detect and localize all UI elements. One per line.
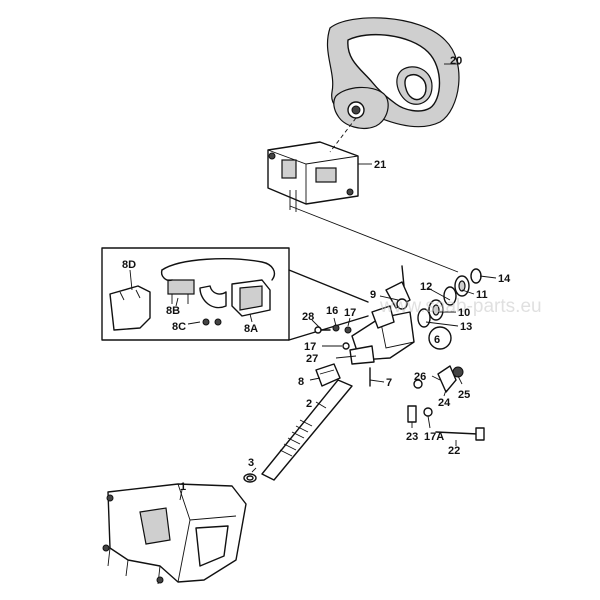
label-24: 24: [438, 397, 451, 409]
label-8: 8: [298, 376, 304, 388]
label-3: 3: [248, 457, 254, 469]
label-21: 21: [374, 159, 386, 171]
label-11: 11: [476, 289, 488, 301]
label-8C: 8C: [172, 321, 186, 333]
label-12: 12: [420, 281, 432, 293]
label-17A: 17A: [424, 431, 444, 443]
watermark: www.saab-parts.eu: [379, 296, 542, 317]
callout-6-circle: [428, 326, 452, 350]
inset-detail-box: [101, 247, 369, 341]
mounting-bracket: [102, 483, 247, 585]
label-8A: 8A: [244, 323, 258, 335]
label-17-upper: 17: [344, 307, 356, 319]
label-7: 7: [386, 377, 392, 389]
steering-shaft: [243, 379, 353, 483]
label-25: 25: [458, 389, 470, 401]
label-23: 23: [406, 431, 418, 443]
steering-wheel: [326, 17, 460, 129]
label-20: 20: [450, 55, 462, 67]
label-27: 27: [306, 353, 318, 365]
label-16: 16: [326, 305, 338, 317]
label-28: 28: [302, 311, 314, 323]
label-14: 14: [498, 273, 511, 285]
label-13: 13: [460, 321, 472, 333]
label-10: 10: [458, 307, 470, 319]
leader-lines: [129, 63, 497, 501]
label-26: 26: [414, 371, 426, 383]
label-1: 1: [180, 481, 186, 493]
label-2: 2: [306, 398, 312, 410]
switch-unit: [267, 141, 359, 212]
label-22: 22: [448, 445, 460, 457]
label-17-lower: 17: [304, 341, 316, 353]
label-6: 6: [434, 334, 440, 346]
label-8D: 8D: [122, 259, 136, 271]
lower-fasteners: [407, 365, 485, 441]
label-9: 9: [370, 289, 376, 301]
label-8B: 8B: [166, 305, 180, 317]
